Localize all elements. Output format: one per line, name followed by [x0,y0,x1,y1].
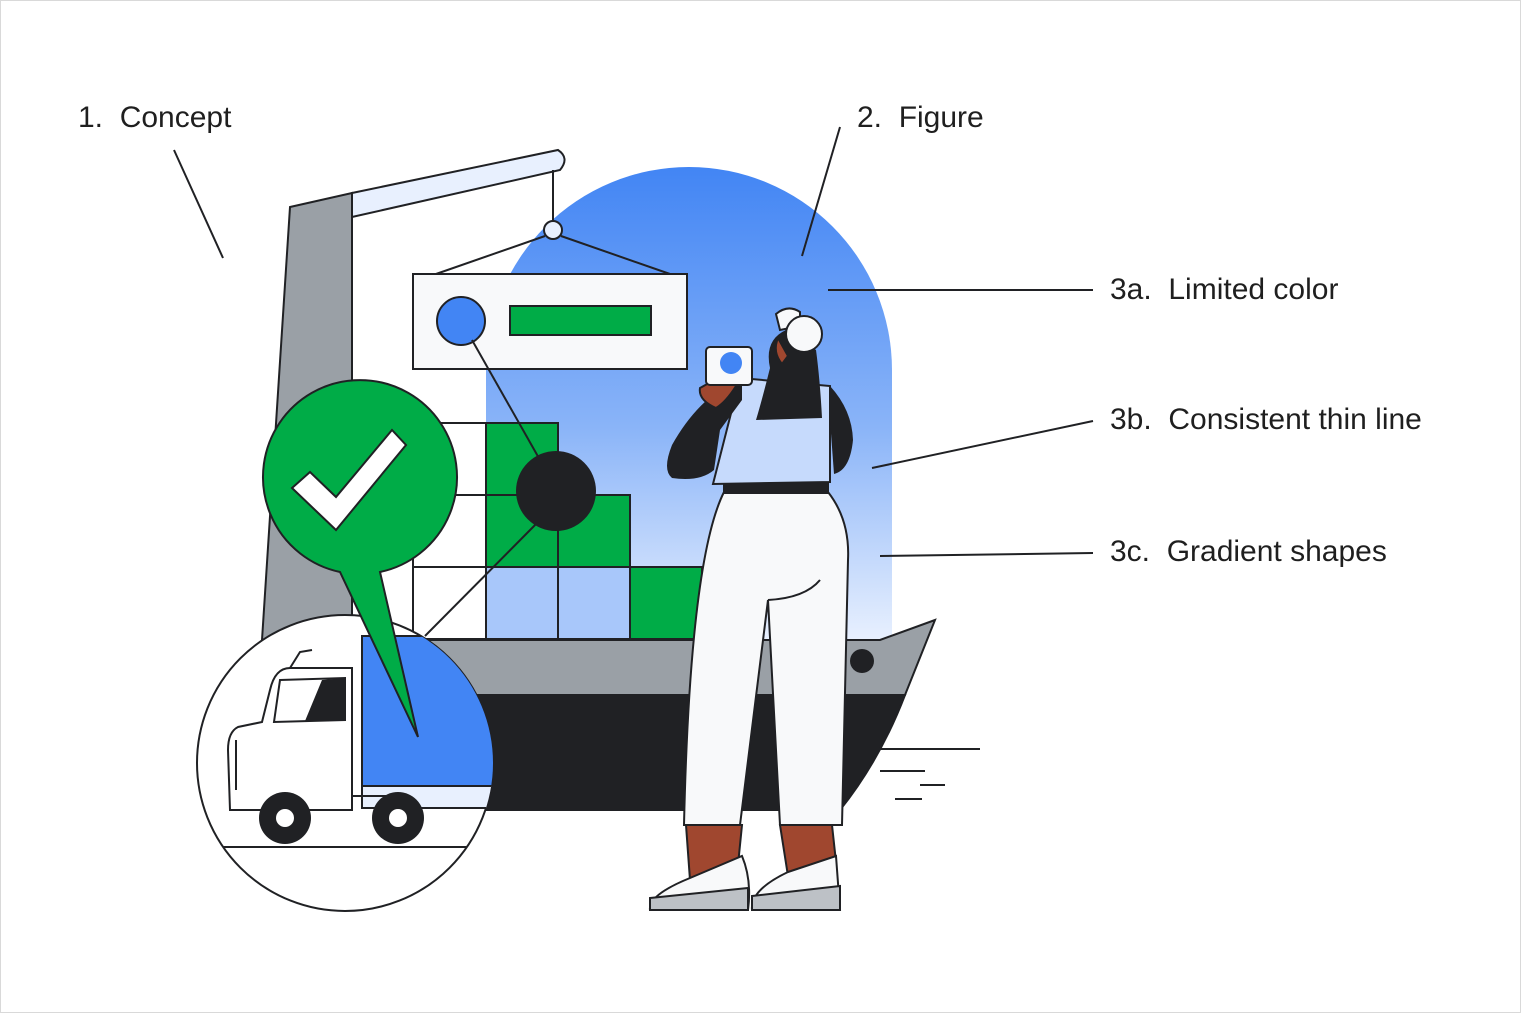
annotation-figure: 2. Figure [857,101,984,134]
hanging-sign [412,273,688,370]
annotation-limited-color: 3a. Limited color [1110,273,1339,306]
check-icon [290,428,408,532]
annotation-gradient-shapes: 3c. Gradient shapes [1110,535,1387,568]
truck-icon [226,649,424,844]
check-bubble [262,379,458,738]
annotation-concept: 1. Concept [78,101,232,134]
annotation-consistent-thin-line: 3b. Consistent thin line [1110,403,1422,436]
phone-icon [705,346,753,386]
person-figure [648,307,853,911]
zoom-circle [196,614,494,912]
leader-lines [173,126,1094,557]
network-node [516,451,596,531]
network-lines [424,339,541,637]
